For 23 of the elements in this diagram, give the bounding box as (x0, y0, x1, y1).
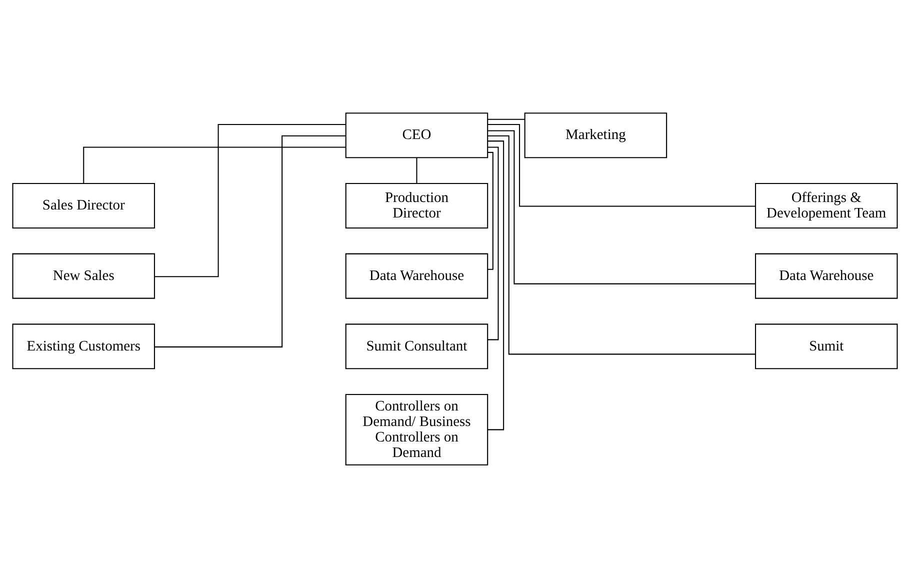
connector (488, 146, 499, 340)
node-box: Marketing (524, 112, 668, 158)
node-box: Existing Customers (12, 323, 155, 369)
node-box: New Sales (12, 252, 155, 298)
node-box: Data Warehouse (345, 252, 488, 298)
connector (416, 157, 418, 183)
node-box: Controllers on Demand/ Business Controllers on Demand (345, 394, 488, 465)
connector (488, 124, 756, 206)
node-box: Production Director (345, 182, 488, 228)
node-box: Sumit (755, 323, 898, 369)
node-box: Offerings & Developement Team (755, 182, 898, 228)
connector (488, 151, 494, 270)
node-box: CEO (345, 112, 488, 158)
connector (488, 140, 504, 430)
connector (488, 118, 525, 120)
connector (83, 146, 346, 183)
node-box: Data Warehouse (755, 252, 898, 298)
node-box: Sumit Consultant (345, 323, 488, 369)
connector (154, 124, 346, 277)
connector (488, 134, 756, 354)
node-box: Sales Director (12, 182, 155, 228)
connector (488, 130, 756, 284)
connector (154, 134, 346, 347)
